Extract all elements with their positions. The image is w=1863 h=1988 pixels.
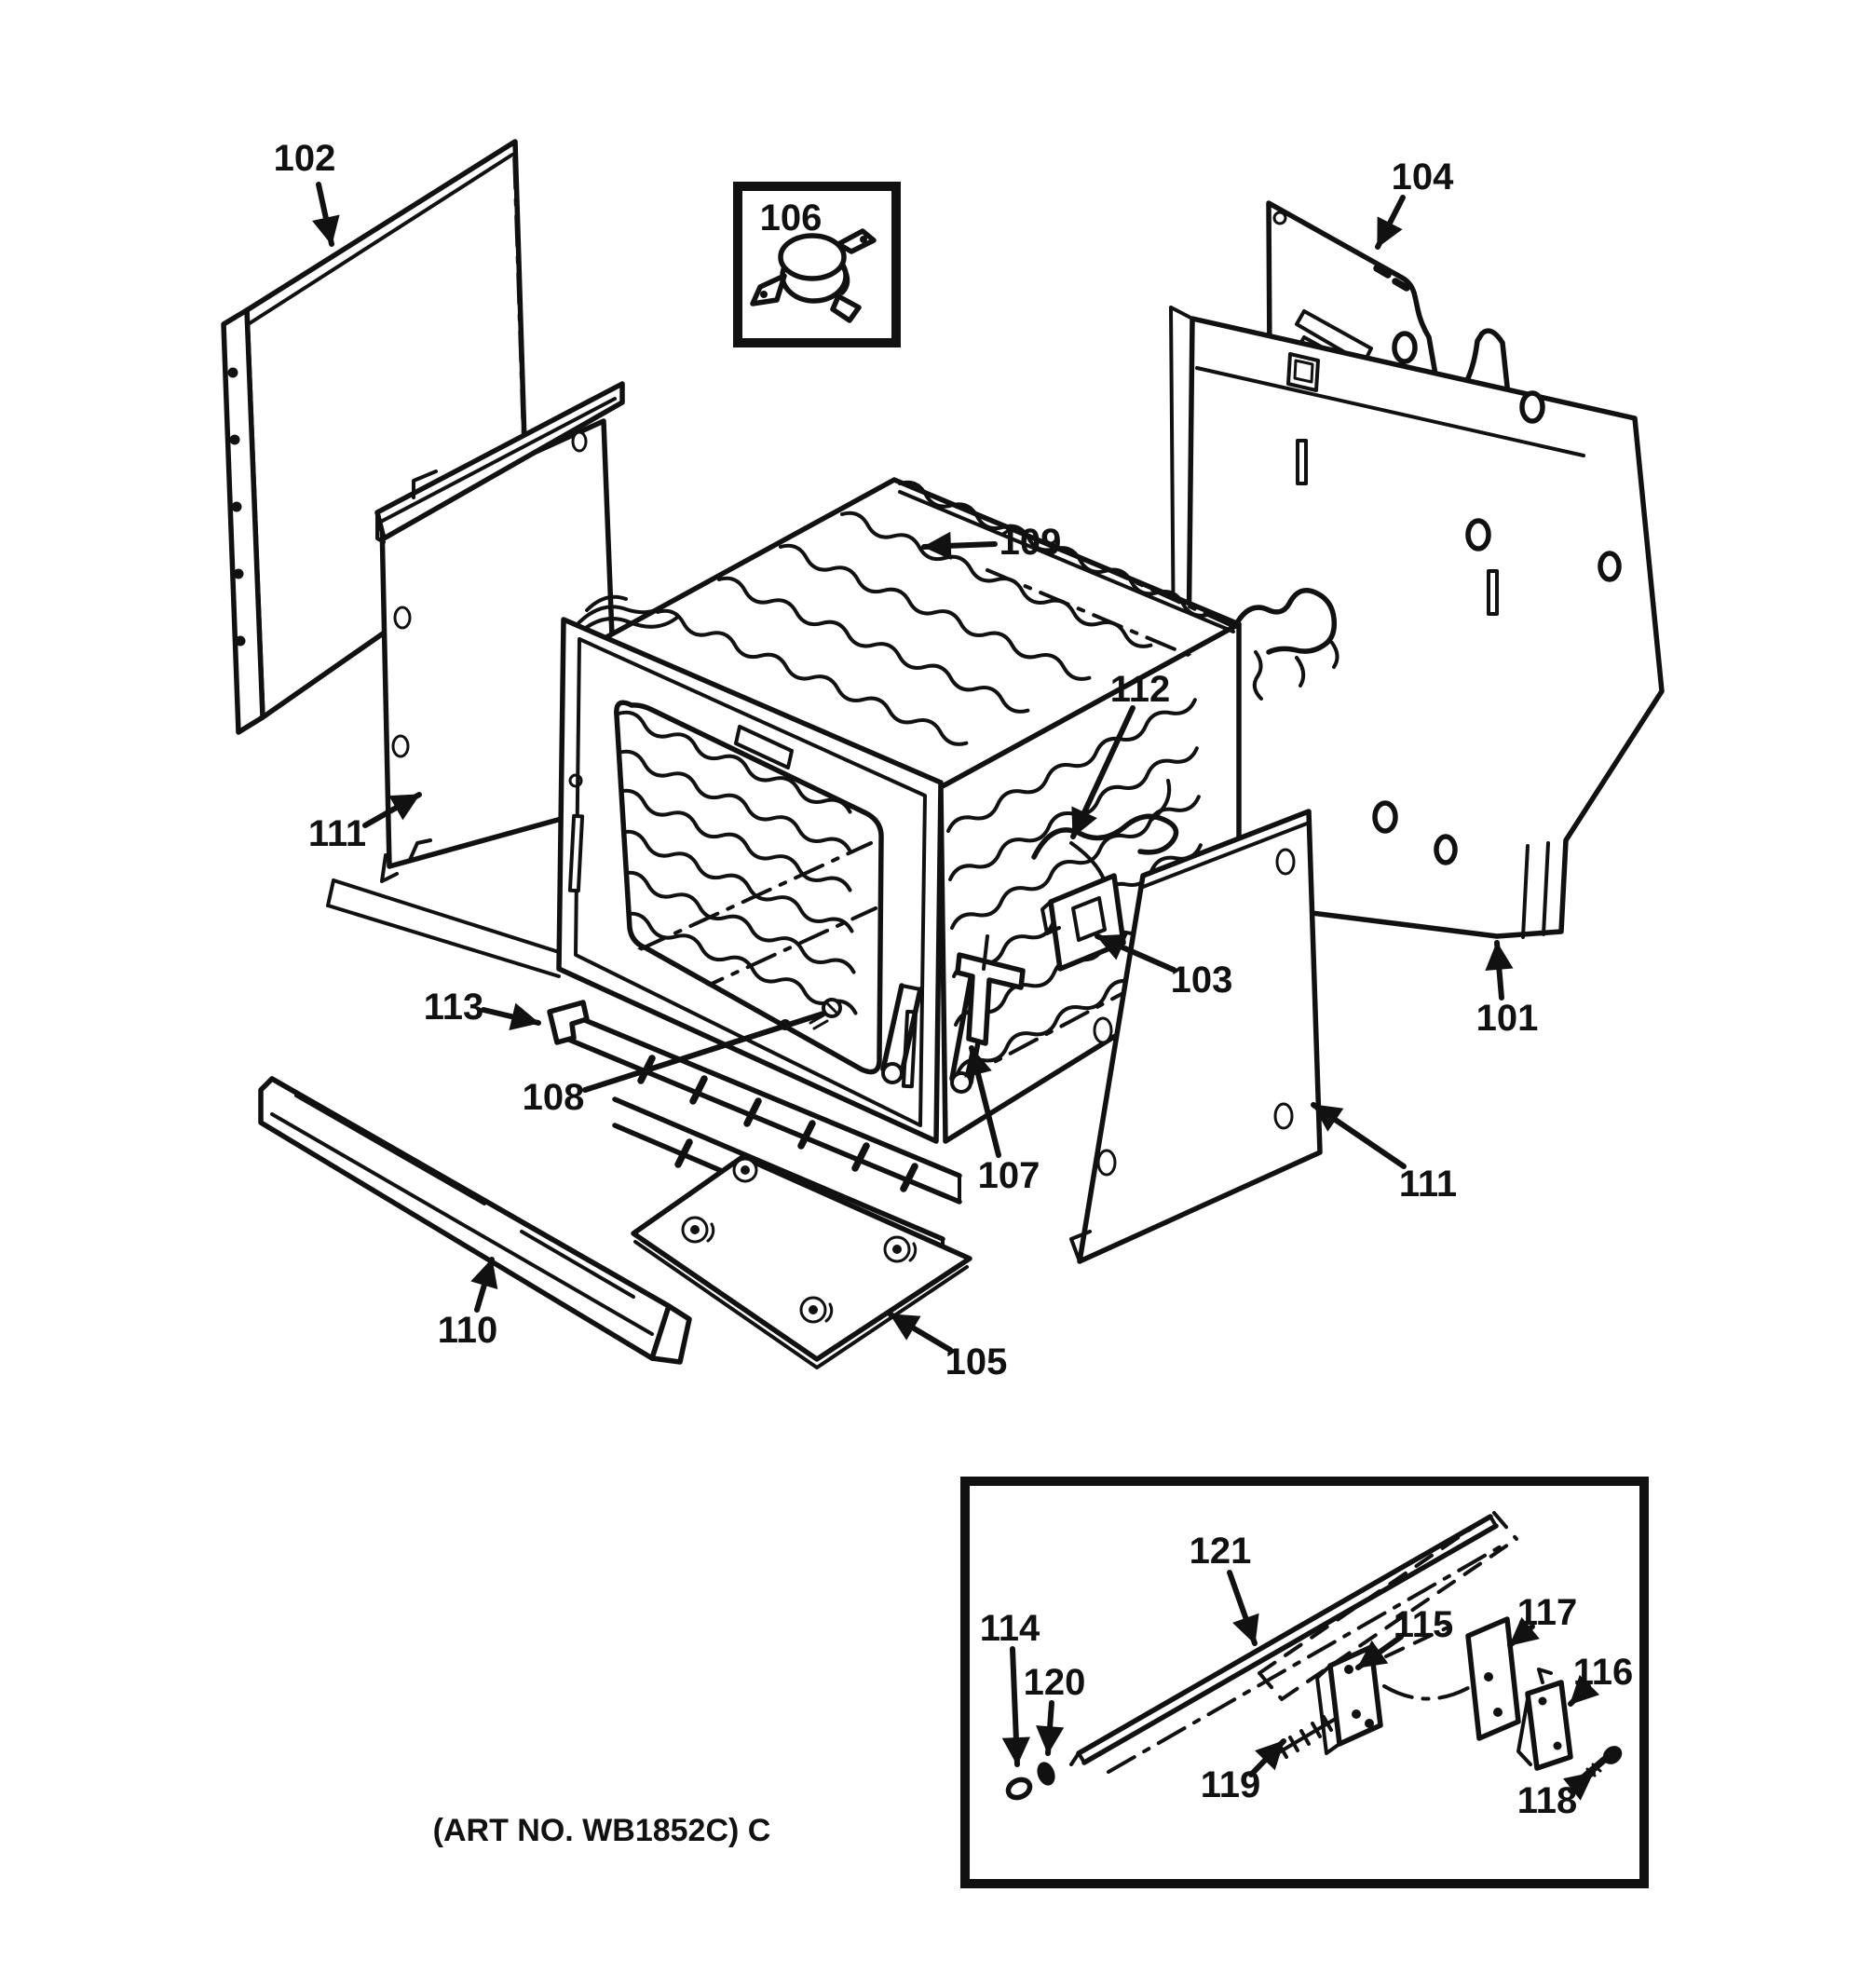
- callout-120-label: 120: [1024, 1662, 1086, 1703]
- thermostat-inset-box-106: [733, 182, 901, 347]
- callout-112-label: 112: [1110, 669, 1171, 710]
- callout-108-label: 108: [523, 1077, 585, 1118]
- callout-105: 105: [888, 1312, 1008, 1382]
- callout-106-label: 106: [760, 197, 823, 238]
- callout-117: 117: [1507, 1592, 1578, 1648]
- callout-115-label: 115: [1394, 1604, 1454, 1645]
- callouts: 102 106 104 109 112 103 101 111: [274, 138, 1634, 1821]
- latch-rod-121: [1069, 1511, 1518, 1774]
- cavity-left-base-rail: [326, 878, 561, 978]
- oven-cavity-box: [568, 477, 1339, 1144]
- callout-105-label: 105: [945, 1341, 1008, 1382]
- callout-114: 114: [980, 1608, 1040, 1767]
- callout-101: 101: [1476, 940, 1539, 1039]
- callout-119: 119: [1201, 1738, 1286, 1805]
- clip-113: [547, 1000, 590, 1045]
- callout-118: 118: [1517, 1770, 1596, 1821]
- callout-116: 116: [1568, 1652, 1634, 1707]
- callout-102-label: 102: [274, 138, 336, 179]
- art-number: (ART NO. WB1852C) C: [433, 1813, 771, 1848]
- callout-115: 115: [1355, 1604, 1454, 1670]
- front-trim-rail-110: [258, 1076, 692, 1365]
- callout-120: 120: [1024, 1662, 1086, 1756]
- callout-108: 108: [523, 1011, 826, 1118]
- switch-116: [1516, 1668, 1573, 1771]
- callout-116-label: 116: [1573, 1652, 1634, 1693]
- latch-assembly-inset: [960, 1477, 1649, 1888]
- callout-103: 103: [1095, 933, 1233, 1001]
- latch-slot: [734, 725, 794, 769]
- callout-110-label: 110: [438, 1310, 498, 1351]
- ring-114: [1005, 1777, 1033, 1801]
- callout-113: 113: [424, 987, 541, 1031]
- callout-107-label: 107: [978, 1155, 1040, 1196]
- inner-right-panel-111: [1069, 809, 1323, 1264]
- callout-121: 121: [1190, 1531, 1259, 1646]
- callout-111-right: 111: [1311, 1102, 1457, 1205]
- screw-108: [780, 998, 842, 1030]
- callout-119-label: 119: [1201, 1764, 1261, 1805]
- opening-insulation: [617, 710, 877, 1017]
- callout-104: 104: [1375, 157, 1454, 250]
- callout-106: 106: [760, 197, 823, 238]
- thermostat-icon: [750, 228, 877, 323]
- broil-element-parts-107: [880, 934, 1026, 1094]
- callout-101-label: 101: [1476, 998, 1539, 1039]
- callout-109: 109: [921, 522, 1062, 563]
- callout-118-label: 118: [1517, 1780, 1578, 1821]
- callout-109-label: 109: [999, 522, 1062, 563]
- callout-107: 107: [964, 1045, 1040, 1196]
- callout-113-label: 113: [424, 987, 484, 1028]
- callout-110: 110: [438, 1257, 498, 1351]
- callout-103-label: 103: [1171, 960, 1233, 1001]
- base-pan-feet: [681, 1157, 918, 1324]
- callout-104-label: 104: [1392, 157, 1454, 197]
- callout-112: 112: [1070, 669, 1171, 839]
- plate-117: [1465, 1616, 1521, 1741]
- grommet-120: [1037, 1762, 1055, 1786]
- callout-111-left-label: 111: [308, 813, 366, 854]
- callout-114-label: 114: [980, 1608, 1040, 1649]
- callout-102: 102: [274, 138, 340, 247]
- base-pan-105: [631, 1154, 972, 1369]
- callout-111-left: 111: [308, 792, 422, 854]
- cavity-front-frame: [556, 617, 944, 1144]
- callout-121-label: 121: [1190, 1531, 1252, 1572]
- callout-117-label: 117: [1517, 1592, 1578, 1633]
- callout-111-right-label: 111: [1399, 1164, 1457, 1205]
